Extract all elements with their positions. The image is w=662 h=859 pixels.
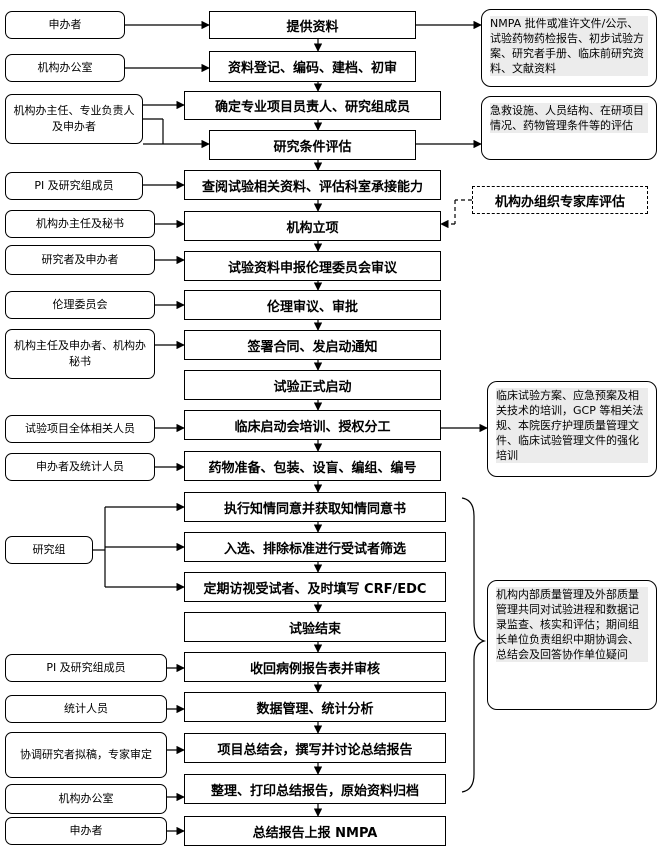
role-director-leader-sponsor: 机构办主任、专业负责人及申办者 — [5, 94, 143, 144]
role-statistician: 统计人员 — [5, 695, 167, 723]
note-quality-management: 机构内部质量管理及外部质量管理共同对试验进程和数据记录监查、核实和评估；期间组长… — [487, 580, 657, 710]
note-quality-management-text: 机构内部质量管理及外部质量管理共同对试验进程和数据记录监查、核实和评估；期间组长… — [496, 587, 648, 662]
step-trial-end: 试验结束 — [184, 612, 446, 642]
step-subject-screening: 入选、排除标准进行受试者筛选 — [184, 532, 446, 562]
role-ethics-committee: 伦理委员会 — [5, 291, 155, 319]
role-sponsor-statistician: 申办者及统计人员 — [5, 453, 155, 481]
note-condition-eval: 急救设施、人员结构、在研项目情况、药物管理条件等的评估 — [481, 96, 657, 160]
note-training: 临床试验方案、应急预案及相关技术的培训，GCP 等相关法规、本院医疗护理质量管理… — [487, 381, 657, 477]
role-all-trial-staff: 试验项目全体相关人员 — [5, 415, 155, 443]
step-drug-preparation: 药物准备、包装、设盲、编组、编号 — [184, 451, 441, 481]
step-archive: 整理、打印总结报告，原始资料归档 — [184, 774, 446, 804]
step-review-capacity: 查阅试验相关资料、评估科室承接能力 — [184, 170, 441, 200]
role-sponsor-2: 申办者 — [5, 817, 167, 845]
quality-brace — [461, 497, 487, 793]
step-register-materials: 资料登记、编码、建档、初审 — [209, 51, 416, 82]
role-coordinator-expert: 协调研究者拟稿，专家审定 — [5, 732, 167, 778]
role-pi-team-2: PI 及研究组成员 — [5, 654, 167, 682]
note-training-text: 临床试验方案、应急预案及相关技术的培训，GCP 等相关法规、本院医疗护理质量管理… — [496, 388, 648, 463]
step-condition-eval: 研究条件评估 — [209, 130, 416, 160]
note-provided-materials: NMPA 批件或准许文件/公示、试验药物药检报告、初步试验方案、研究者手册、临床… — [481, 9, 657, 87]
step-summary-meeting: 项目总结会，撰写并讨论总结报告 — [184, 733, 446, 763]
step-project-approval: 机构立项 — [184, 211, 441, 241]
note-provided-materials-text: NMPA 批件或准许文件/公示、试验药物药检报告、初步试验方案、研究者手册、临床… — [490, 16, 648, 76]
role-director-secretary: 机构办主任及秘书 — [5, 210, 155, 238]
note-condition-eval-text: 急救设施、人员结构、在研项目情况、药物管理条件等的评估 — [490, 103, 648, 133]
role-institution-director-sponsor: 机构主任及申办者、机构办秘书 — [5, 329, 155, 379]
role-researcher-sponsor: 研究者及申办者 — [5, 245, 155, 275]
role-sponsor: 申办者 — [5, 11, 125, 39]
step-report-nmpa: 总结报告上报 NMPA — [184, 816, 446, 846]
step-provide-materials: 提供资料 — [209, 11, 416, 39]
role-research-group: 研究组 — [5, 536, 93, 564]
step-data-management: 数据管理、统计分析 — [184, 692, 446, 722]
role-institution-office-2: 机构办公室 — [5, 784, 167, 814]
step-submit-ethics: 试验资料申报伦理委员会审议 — [184, 251, 441, 281]
expert-evaluation-box: 机构办组织专家库评估 — [472, 186, 648, 214]
step-trial-start: 试验正式启动 — [184, 370, 441, 400]
step-assign-leader: 确定专业项目员责人、研究组成员 — [184, 91, 441, 120]
role-institution-office: 机构办公室 — [5, 54, 125, 82]
step-kickoff-training: 临床启动会培训、授权分工 — [184, 410, 441, 440]
step-sign-contract: 签署合同、发启动通知 — [184, 330, 441, 360]
step-periodic-visits: 定期访视受试者、及时填写 CRF/EDC — [184, 572, 446, 602]
step-collect-crf: 收回病例报告表并审核 — [184, 652, 446, 682]
step-ethics-approval: 伦理审议、审批 — [184, 290, 441, 320]
role-pi-team: PI 及研究组成员 — [5, 172, 143, 200]
step-informed-consent: 执行知情同意并获取知情同意书 — [184, 492, 446, 522]
